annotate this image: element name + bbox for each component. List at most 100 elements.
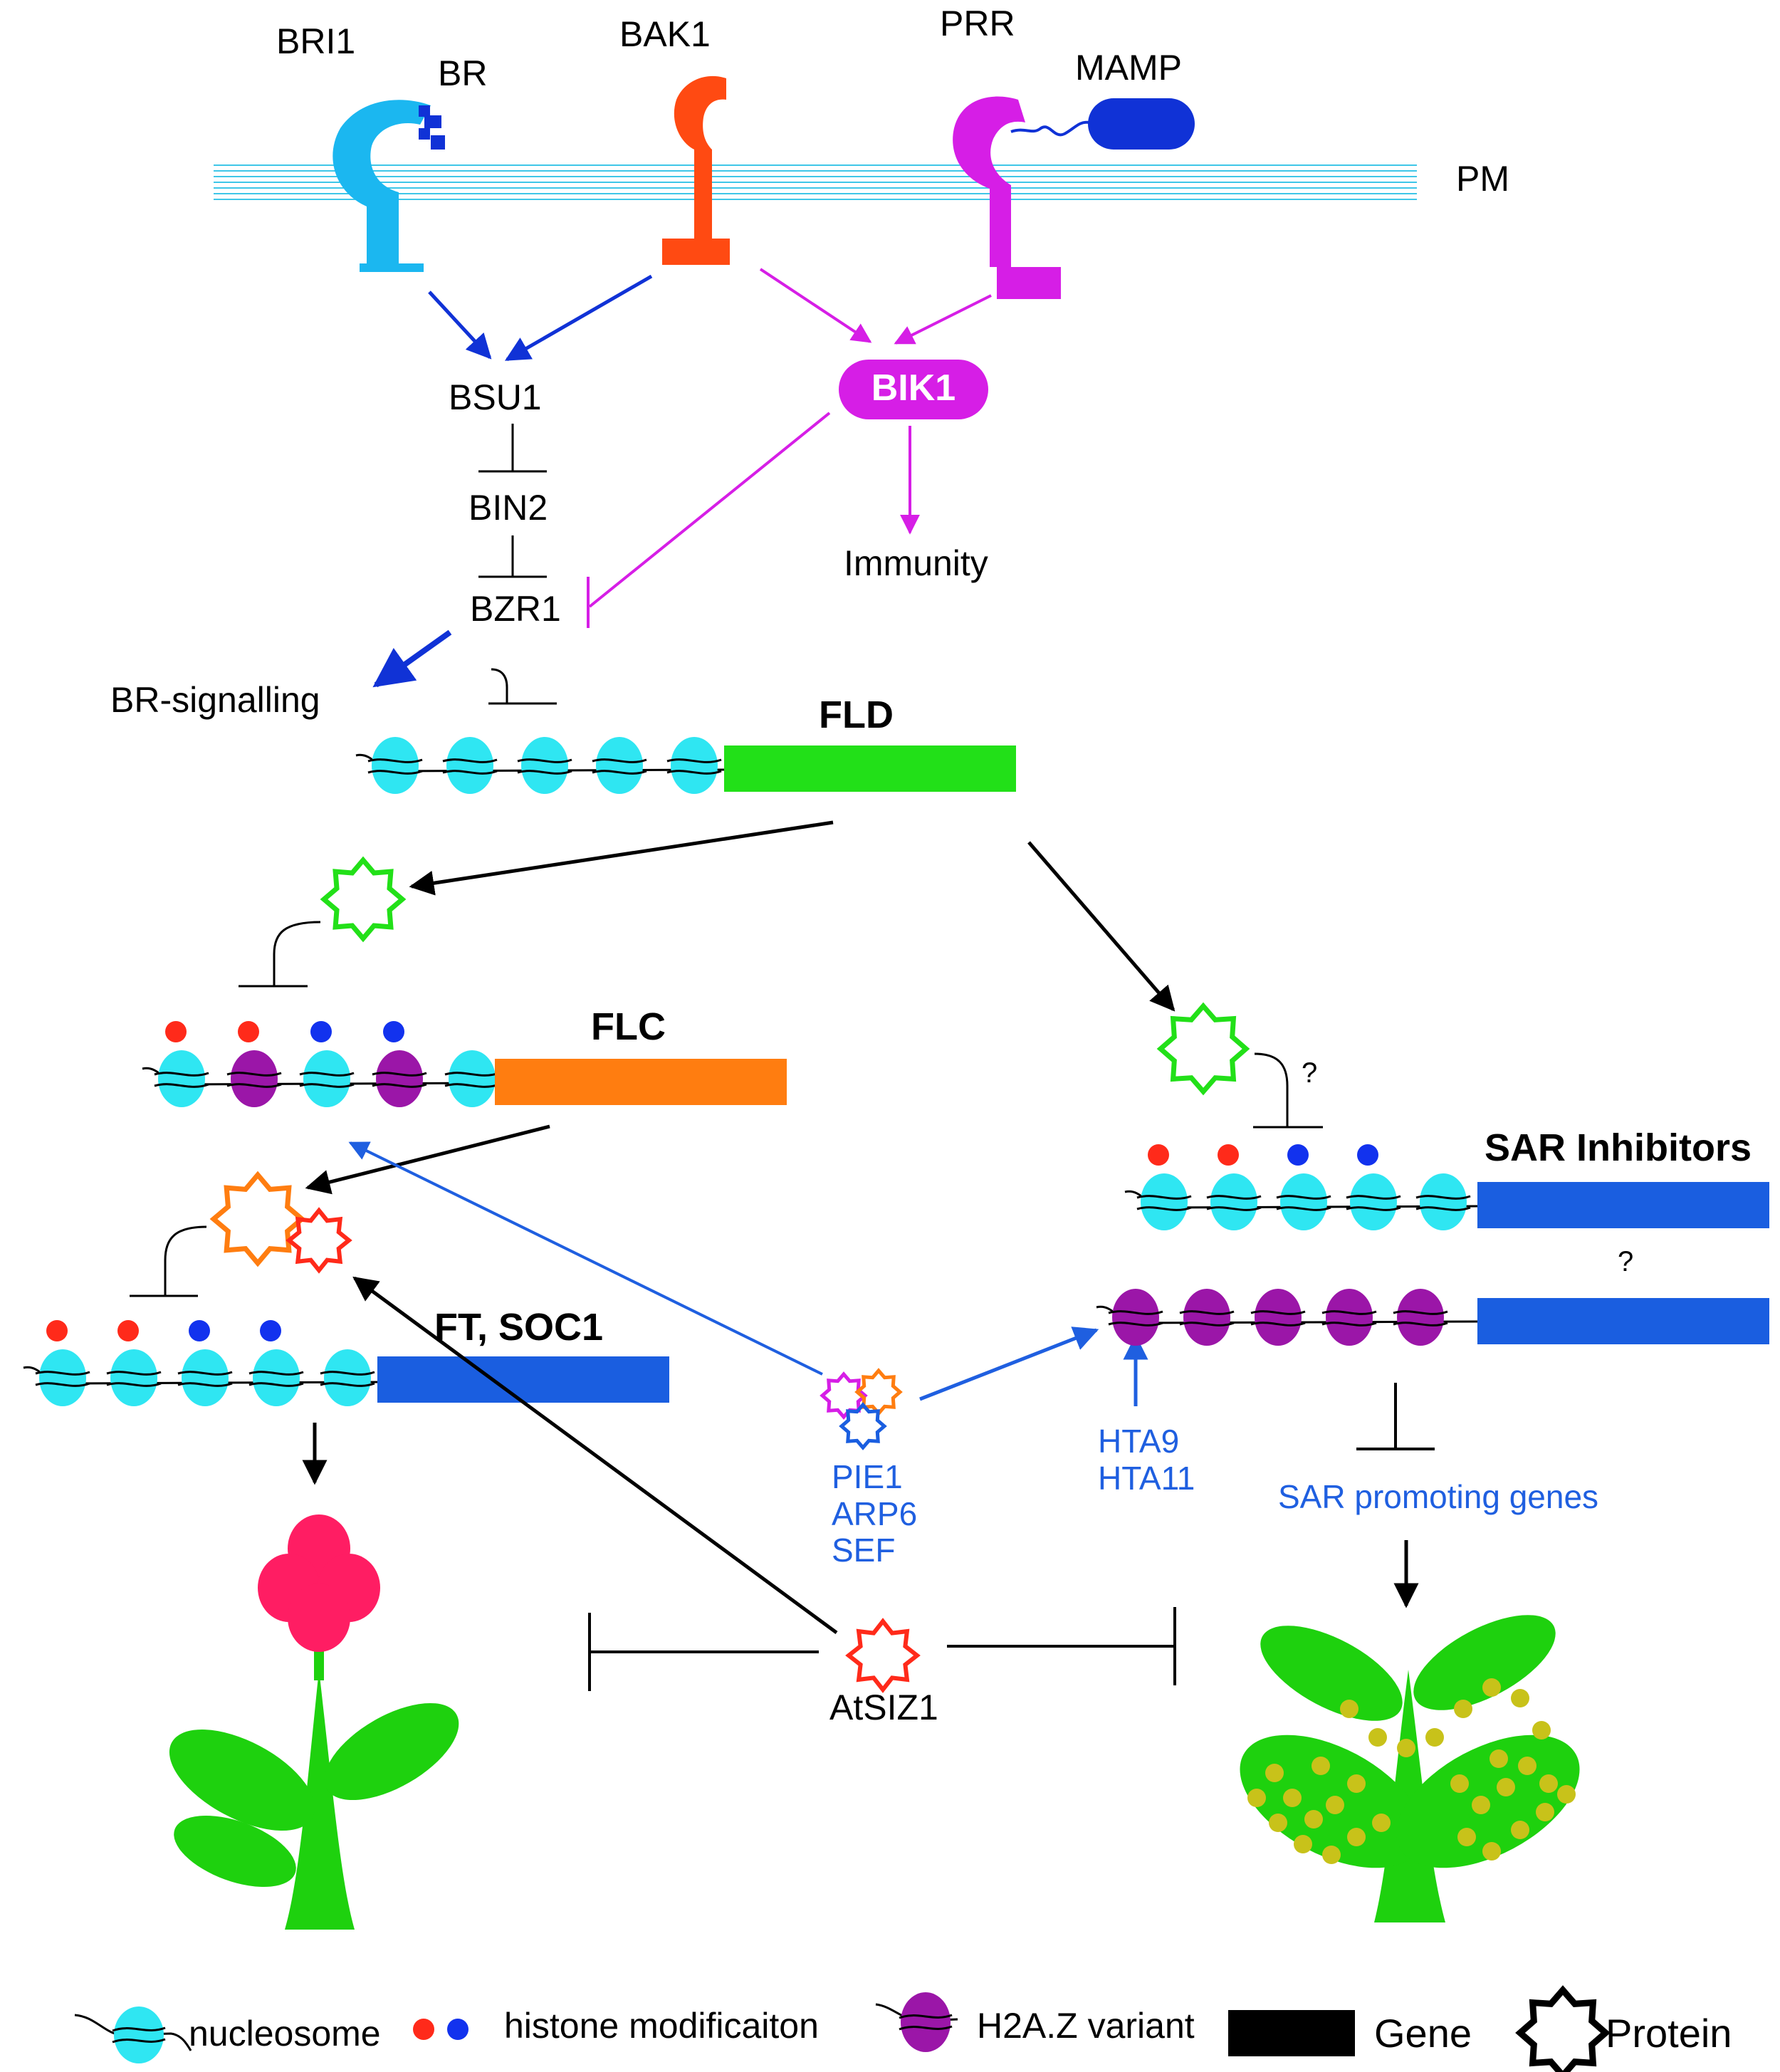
nucleosome	[1397, 1289, 1444, 1346]
nucleosome	[1112, 1289, 1159, 1346]
bik1-node	[839, 360, 988, 419]
nucleosome	[449, 1050, 496, 1107]
flc-gene	[495, 1059, 787, 1105]
bak1-receptor	[662, 75, 730, 266]
dna-wrap	[442, 770, 498, 775]
dna-wrap	[1415, 1195, 1471, 1200]
ft-soc1-label: FT, SOC1	[434, 1306, 603, 1349]
flc-to-protein-arrow	[305, 1124, 550, 1195]
legend-h2az-label: H2A.Z variant	[977, 2006, 1195, 2046]
dna-wrap	[106, 1371, 162, 1376]
fld-gene	[724, 745, 1016, 792]
dna-wrap	[177, 1382, 233, 1387]
dna-wrap	[106, 1382, 162, 1387]
sar-spot	[1482, 1842, 1501, 1861]
bak1-label: BAK1	[619, 14, 711, 54]
dna-wrap	[442, 758, 498, 763]
swr1-to-flc-arrow	[348, 1141, 823, 1376]
dna-wrap	[1346, 1195, 1401, 1200]
nucleosome	[231, 1050, 278, 1107]
dna-wrap	[1136, 1206, 1192, 1211]
atsiz1-protein	[845, 1618, 921, 1693]
nucleosome	[1280, 1173, 1327, 1230]
histone-mark	[260, 1320, 281, 1341]
legend-histone-label: histone modificaiton	[504, 2006, 819, 2046]
question-mark-2: ?	[1618, 1246, 1633, 1277]
dna-wrap	[35, 1382, 90, 1387]
nucleosome	[253, 1349, 300, 1406]
bak1-to-bik1-arrow	[759, 268, 872, 343]
dna-wrap	[35, 1371, 90, 1376]
sar-spot	[1372, 1814, 1391, 1832]
nucleosome	[372, 737, 419, 794]
histone-mark	[238, 1021, 259, 1042]
dna-wrap	[444, 1083, 500, 1088]
sar-spot	[1482, 1678, 1501, 1697]
flc-chromatin: FLC	[142, 1005, 787, 1107]
sar-inhibitors-gene	[1477, 1182, 1769, 1228]
sar-spot	[1518, 1757, 1536, 1775]
dna-wrap	[592, 770, 647, 775]
legend-gene-label: Gene	[1374, 2011, 1472, 2056]
bin2-inhibits-bzr1	[478, 535, 547, 578]
sar-spot	[1326, 1796, 1344, 1814]
nucleosome	[1255, 1289, 1302, 1346]
pie1-protein	[820, 1371, 868, 1420]
nucleosome	[110, 1349, 157, 1406]
dna-wrap	[1206, 1206, 1262, 1211]
fld-protein	[320, 856, 407, 943]
nucleosome	[1326, 1289, 1373, 1346]
plasma-membrane	[214, 164, 1417, 200]
prr-receptor	[953, 96, 1061, 300]
mamp-tether	[1010, 120, 1090, 137]
sar-spot	[1340, 1700, 1358, 1718]
sar-h2az-nucleosome-row	[1096, 1289, 1478, 1346]
dna-wrap	[248, 1371, 304, 1376]
dna-wrap	[1321, 1322, 1377, 1327]
bsu1-label: BSU1	[449, 377, 542, 417]
nucleosome	[324, 1349, 371, 1406]
dna-wrap	[367, 758, 423, 763]
sar-spot	[1269, 1814, 1287, 1832]
histone-mark	[189, 1320, 210, 1341]
dna-wrap	[1108, 1310, 1163, 1315]
bri1-to-bsu1-arrow	[428, 291, 492, 360]
sar-spot	[1511, 1689, 1529, 1707]
histone-mark	[165, 1021, 187, 1042]
sar-plant	[1240, 1615, 1580, 1922]
sar-inhibitors-chromatin: SAR Inhibitors	[1124, 1126, 1769, 1230]
bak1-to-bsu1-arrow	[504, 274, 653, 362]
dna-wrap	[666, 770, 722, 775]
dna-wrap	[320, 1382, 375, 1387]
nucleosome	[1210, 1173, 1257, 1230]
nucleosome	[671, 737, 718, 794]
sar-inhibitors-h2az-chromatin	[1096, 1289, 1769, 1346]
dna-wrap	[372, 1083, 427, 1088]
dna-wrap	[299, 1072, 355, 1077]
bzr1-to-br-signalling-arrow	[372, 629, 452, 688]
flc-inhibits-ft	[130, 1225, 207, 1297]
sar-spot	[1450, 1774, 1469, 1793]
fld-nucleosome-row	[355, 737, 725, 794]
nucleosome	[596, 737, 643, 794]
sar-promoting-label: SAR promoting genes	[1278, 1478, 1598, 1515]
sar-spot	[1283, 1789, 1302, 1807]
atsiz1-inhibits-flowering	[588, 1613, 819, 1691]
dna-wrap	[1393, 1310, 1448, 1315]
histone-mark	[117, 1320, 139, 1341]
flc-nucleosome-row	[142, 1021, 500, 1107]
legend-blue-mark	[447, 2019, 468, 2040]
br-label: BR	[438, 53, 487, 93]
histone-mark	[1287, 1144, 1309, 1166]
dna-wrap	[1206, 1195, 1262, 1200]
dna-wrap	[1393, 1322, 1448, 1327]
histone-mark	[310, 1021, 332, 1042]
histone-mark	[1148, 1144, 1169, 1166]
mamp-shape	[1088, 98, 1195, 150]
dna-wrap	[1179, 1322, 1235, 1327]
flc-label: FLC	[591, 1005, 666, 1048]
sar-spot	[1294, 1835, 1312, 1853]
fld-inhibits-flc	[239, 921, 321, 988]
dna-wrap	[226, 1083, 282, 1088]
histone-mark	[46, 1320, 68, 1341]
